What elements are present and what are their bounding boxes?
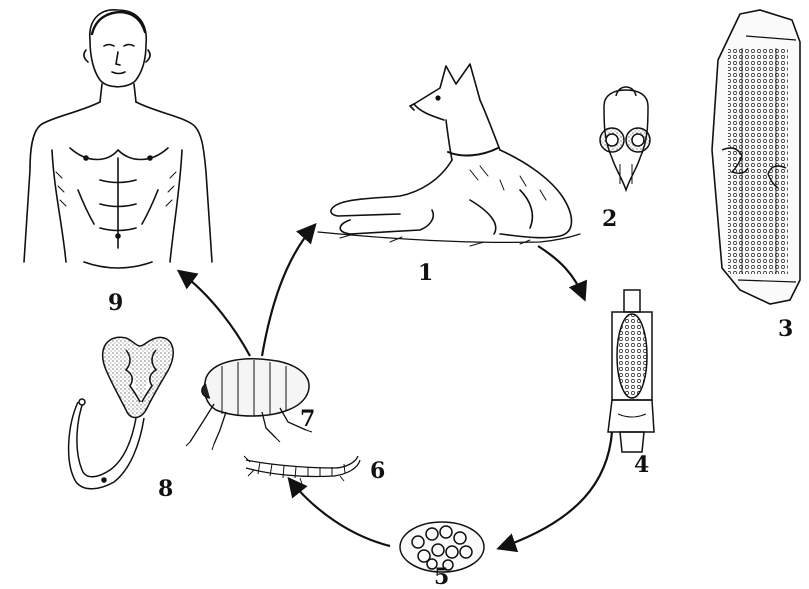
label-6: 6 [370, 460, 385, 482]
proglottid-large-figure [712, 10, 800, 304]
label-8: 8 [158, 478, 173, 500]
flea-figure [186, 359, 312, 450]
arrow-egg-to-larva [290, 480, 390, 546]
label-7: 7 [300, 408, 315, 430]
label-4: 4 [634, 454, 649, 476]
human-figure [24, 10, 212, 268]
arrow-flea-to-human [180, 272, 250, 356]
arrow-dog-to-segment [538, 246, 584, 298]
scolex-figure [600, 87, 650, 190]
arrow-flea-to-dog [262, 226, 314, 356]
dog-figure [318, 64, 580, 246]
label-5: 5 [434, 566, 449, 588]
label-3: 3 [778, 318, 793, 340]
cysticercoid-figure [69, 337, 174, 489]
label-2: 2 [602, 208, 617, 230]
label-1: 1 [418, 262, 433, 284]
arrow-segment-to-egg [500, 432, 612, 548]
larva-figure [244, 456, 360, 484]
label-9: 9 [108, 292, 123, 314]
proglottid-chain-figure [608, 290, 654, 452]
